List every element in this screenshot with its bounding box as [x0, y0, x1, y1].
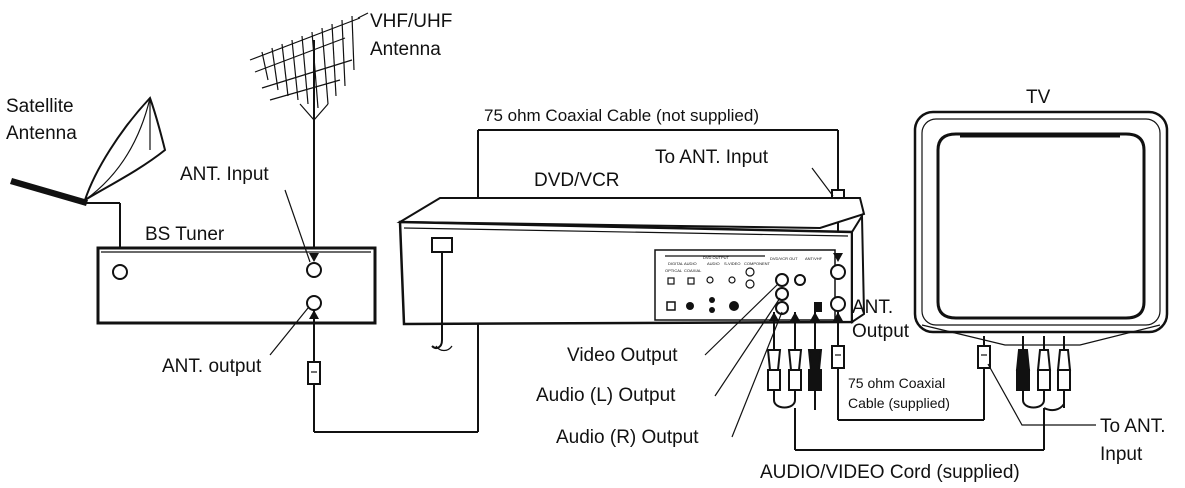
to-ant-input-tv-label-2: Input: [1100, 444, 1143, 465]
panel-component-label: COMPONENT: [744, 261, 771, 266]
satellite-antenna-label-2: Antenna: [6, 123, 77, 144]
vcr-ant-output-label: ANT.: [852, 297, 893, 318]
rear-panel: [654, 249, 836, 321]
coax-supplied-label-2: Cable (supplied): [848, 395, 950, 411]
vhf-antenna-label: VHF/UHF: [370, 11, 452, 32]
coax-cable-supplied: 75 ohm Coaxial Cable (supplied) To ANT. …: [831, 312, 1165, 465]
dvd-vcr-unit: DVD OUTPUT DIGITAL AUDIO OPTICAL COAXIAL…: [396, 170, 866, 352]
panel-audio-label: AUDIO: [707, 261, 720, 266]
panel-optical-label: OPTICAL: [665, 268, 683, 273]
coax-supplied-label: 75 ohm Coaxial: [848, 375, 945, 391]
panel-dvd-vcr-out-label: DVD/VCR OUT: [770, 256, 798, 261]
av-cord-label: AUDIO/VIDEO Cord (supplied): [760, 462, 1020, 483]
vcr-ant-output-label-2: Output: [852, 321, 910, 342]
to-ant-input-label: To ANT. Input: [655, 147, 769, 168]
to-ant-input-tv-label: To ANT.: [1100, 416, 1165, 437]
connection-arrows: [309, 253, 843, 321]
ant-output-tuner-label: ANT. output: [162, 356, 262, 377]
satellite-antenna: Satellite Antenna: [6, 96, 167, 262]
satellite-antenna-label: Satellite: [6, 96, 74, 117]
tv-set: TV: [913, 87, 1169, 346]
vhf-uhf-antenna: VHF/UHF Antenna: [249, 11, 452, 250]
vhf-antenna-label-2: Antenna: [370, 39, 441, 60]
panel-s-video-label: S-VIDEO: [724, 261, 740, 266]
panel-coaxial-label: COAXIAL: [684, 268, 702, 273]
panel-dvd-output-label: DVD OUTPUT: [703, 255, 730, 260]
ant-input-label: ANT. Input: [180, 164, 269, 185]
dvd-vcr-label: DVD/VCR: [534, 170, 620, 191]
panel-digital-audio-label: DIGITAL AUDIO: [668, 261, 697, 266]
audio-l-output-label: Audio (L) Output: [536, 385, 676, 406]
bs-tuner-label: BS Tuner: [145, 224, 225, 245]
panel-antvhf-label: ANT/VHF: [805, 256, 823, 261]
av-cord: AUDIO/VIDEO Cord (supplied): [760, 312, 1072, 483]
coax-not-supplied-label: 75 ohm Coaxial Cable (not supplied): [484, 106, 759, 125]
bs-tuner: BS Tuner ANT. Input ANT. output: [96, 164, 377, 377]
audio-r-output-label: Audio (R) Output: [556, 427, 699, 448]
tv-label: TV: [1026, 87, 1051, 108]
video-output-label: Video Output: [567, 345, 678, 366]
